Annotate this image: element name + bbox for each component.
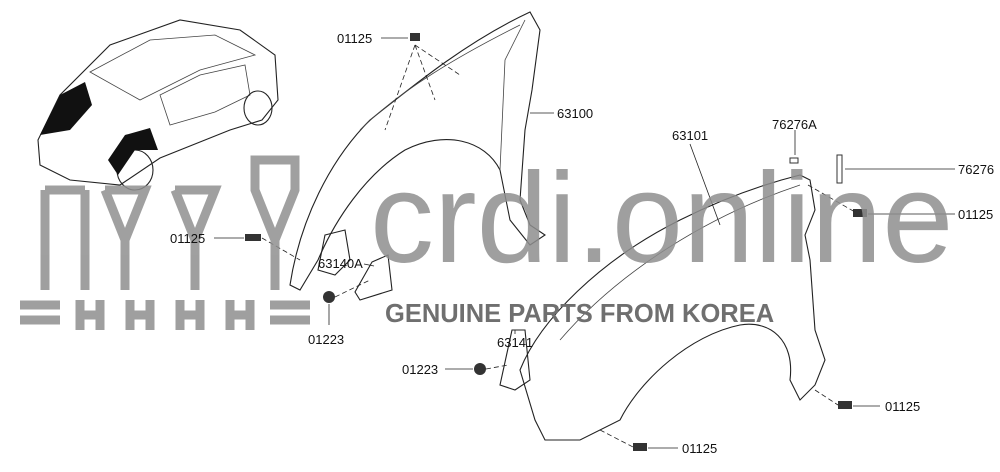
bolt-icon: [410, 33, 420, 41]
tape-icon: [836, 154, 843, 184]
bolt-icon: [853, 209, 867, 217]
bolt-icon: [633, 443, 647, 451]
bolt-icon: [245, 234, 261, 241]
part-labels: 01125 63100 76276A 76276 63101 01125 011…: [170, 31, 994, 456]
fasteners: [245, 33, 867, 451]
label-bracket-lh[interactable]: 63140A: [318, 256, 363, 271]
leader-lines: [214, 37, 955, 449]
label-bolt-top[interactable]: 01125: [337, 31, 372, 46]
label-tape[interactable]: 76276: [958, 162, 994, 177]
label-bracket-rh[interactable]: 63141: [497, 335, 533, 350]
label-bolt-left[interactable]: 01125: [170, 231, 205, 246]
clip-icon: [789, 157, 799, 164]
fender-rh-63101: [354, 174, 826, 441]
watermark: crdi.online GENUINE PARTS FROM KOREA: [20, 147, 953, 330]
nut-icon: [323, 291, 335, 303]
fender-lh-63100: [289, 11, 546, 291]
watermark-brand: crdi.online: [370, 147, 953, 290]
highlighted-fender-lh: [40, 82, 92, 135]
label-fender-lh[interactable]: 63100: [557, 106, 593, 121]
bolt-icon: [838, 401, 852, 409]
bracket-63141: [499, 329, 531, 391]
label-clip[interactable]: 76276A: [772, 117, 817, 132]
label-bolt-right[interactable]: 01125: [958, 207, 993, 222]
highlighted-fender-rh: [108, 128, 158, 175]
vehicle-illustration: [37, 19, 279, 191]
label-nut-center[interactable]: 01223: [402, 362, 438, 377]
watermark-logo: [20, 155, 310, 330]
label-nut-left[interactable]: 01223: [308, 332, 344, 347]
bracket-63140a: [354, 254, 393, 301]
nut-icon: [474, 363, 486, 375]
label-bolt-bottom[interactable]: 01125: [682, 441, 717, 456]
label-bolt-bottom-right[interactable]: 01125: [885, 399, 920, 414]
label-fender-rh[interactable]: 63101: [672, 128, 708, 143]
watermark-tagline: GENUINE PARTS FROM KOREA: [385, 300, 774, 328]
